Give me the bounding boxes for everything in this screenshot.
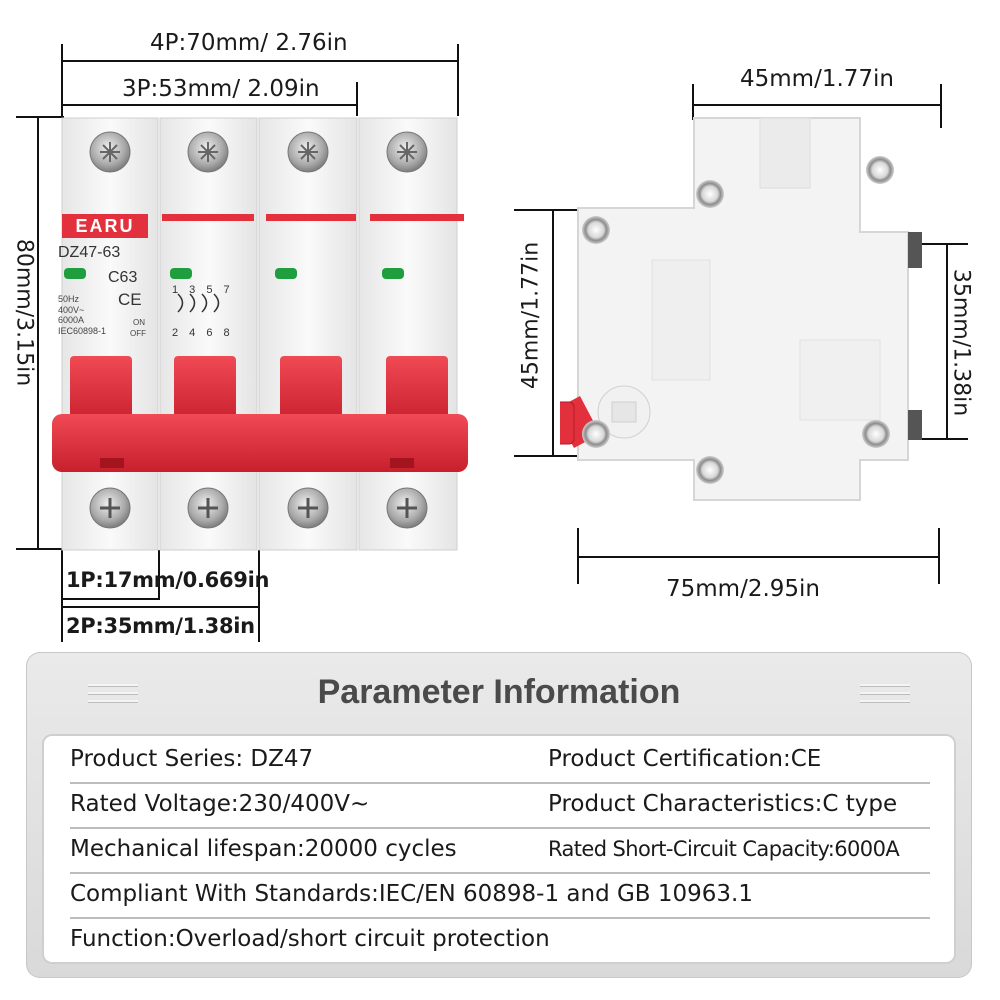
param-row: Mechanical lifespan:20000 cycles Rated S… — [70, 826, 930, 874]
param-rated-voltage: Rated Voltage:230/400V~ — [70, 791, 370, 817]
dim-1p-left-tick — [61, 550, 63, 642]
dim-side-right-line — [946, 244, 948, 440]
header-decoration-left — [88, 678, 138, 708]
spec-standard: IEC60898-1 — [58, 325, 107, 336]
dim-side-right-bottom-tick — [922, 438, 968, 440]
param-product-characteristics: Product Characteristics:C type — [548, 791, 898, 817]
dim-side-bottom-right-tick — [938, 528, 940, 584]
red-handles — [70, 356, 448, 424]
dim-height-bottom-tick — [16, 548, 64, 550]
breaker-side-view — [560, 117, 922, 501]
param-product-certification: Product Certification:CE — [548, 746, 822, 772]
dim-3p-right-tick — [356, 82, 358, 116]
parameter-panel: Parameter Information Product Series: DZ… — [26, 652, 972, 978]
param-short-circuit-capacity: Rated Short-Circuit Capacity:6000A — [548, 837, 900, 861]
dim-3p-label: 3P:53mm/ 2.09in — [122, 76, 320, 102]
dim-side-top-left-tick — [692, 84, 694, 120]
dim-4p-right-tick — [457, 44, 459, 116]
brand-logo: EARU — [75, 216, 135, 236]
dim-4p-line — [62, 60, 458, 62]
bottom-screws — [89, 487, 428, 529]
dim-1p-label: 1P:17mm/0.669in — [66, 568, 270, 592]
param-row: Rated Voltage:230/400V~ Product Characte… — [70, 781, 930, 829]
dim-3p-line — [62, 104, 358, 106]
terminal-numbers-top: 1 3 5 7 — [172, 284, 234, 296]
spec-list: 50Hz 400V~ 6000A IEC60898-1 — [58, 294, 106, 336]
dim-side-left-line — [552, 209, 554, 457]
dim-height-top-tick — [16, 116, 64, 118]
dim-side-right-label: 35mm/1.38in — [948, 268, 974, 417]
dim-height-line — [37, 116, 39, 550]
rating-label: C63 — [108, 269, 138, 286]
spec-capacity: 6000A — [58, 315, 85, 325]
spec-frequency: 50Hz — [58, 294, 80, 304]
handle-tie-bar — [52, 414, 468, 472]
parameter-table: Product Series: DZ47 Product Certificati… — [44, 736, 954, 962]
param-product-series: Product Series: DZ47 — [70, 746, 314, 772]
param-mechanical-lifespan: Mechanical lifespan:20000 cycles — [70, 836, 457, 862]
dim-4p-left-tick — [61, 44, 63, 116]
breaker-front-view — [52, 117, 468, 551]
top-screws — [89, 131, 428, 173]
ce-mark: CE — [118, 290, 142, 309]
model-label: DZ47-63 — [58, 244, 121, 261]
spec-voltage: 400V~ — [58, 304, 85, 315]
dim-2p-line — [62, 606, 260, 608]
dim-2p-right-tick — [258, 550, 260, 642]
param-function: Function:Overload/short circuit protecti… — [70, 926, 550, 952]
terminal-numbers-bottom: 2 4 6 8 — [172, 327, 234, 339]
pole-bodies — [61, 117, 458, 551]
dim-side-left-label: 45mm/1.77in — [518, 241, 544, 390]
dim-side-top-right-tick — [940, 84, 942, 128]
param-standards: Compliant With Standards:IEC/EN 60898-1 … — [70, 881, 754, 907]
param-row: Function:Overload/short circuit protecti… — [70, 916, 930, 962]
dim-2p-label: 2P:35mm/1.38in — [66, 614, 255, 638]
dim-side-left-top-tick — [514, 209, 578, 211]
dim-1p-line — [62, 598, 160, 600]
dim-side-top-label: 45mm/1.77in — [740, 66, 895, 92]
dim-4p-label: 4P:70mm/ 2.76in — [150, 30, 348, 56]
header-decoration-right — [860, 678, 910, 708]
param-row: Compliant With Standards:IEC/EN 60898-1 … — [70, 871, 930, 919]
dim-side-right-top-tick — [922, 243, 968, 245]
dim-side-top-line — [693, 104, 941, 106]
dim-side-bottom-label: 75mm/2.95in — [666, 576, 821, 602]
dim-1p-right-tick — [158, 550, 160, 600]
dim-side-left-bottom-tick — [514, 455, 578, 457]
param-row: Product Series: DZ47 Product Certificati… — [70, 736, 930, 784]
dim-side-bottom-line — [578, 556, 939, 558]
on-label: ON — [133, 318, 145, 327]
off-label: OFF — [130, 329, 146, 338]
parameter-title: Parameter Information — [317, 673, 681, 711]
